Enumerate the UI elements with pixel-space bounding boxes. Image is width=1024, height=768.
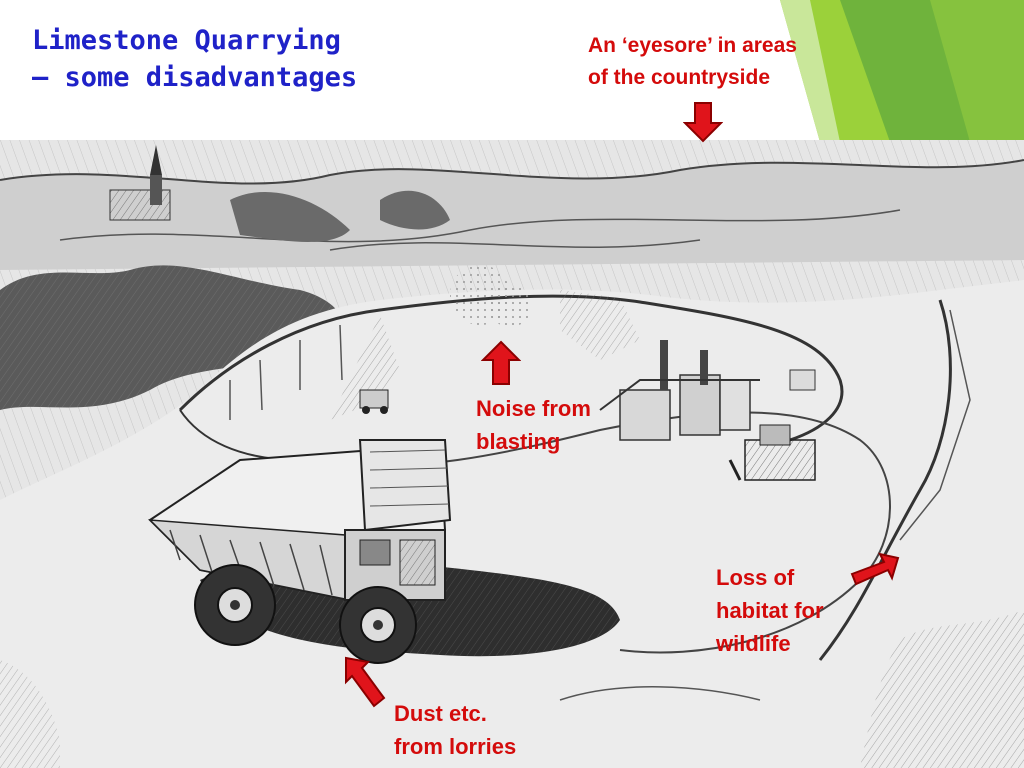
bulldozer xyxy=(728,424,816,481)
arrow-up-right-icon xyxy=(850,552,900,586)
callout-habitat-line-2: habitat for xyxy=(716,598,824,623)
processing-plant xyxy=(599,340,816,441)
slide-title: Limestone Quarrying – some disadvantages xyxy=(32,22,357,96)
callout-eyesore-line-2: of the countryside xyxy=(588,66,771,89)
callout-dust-line-2: from lorries xyxy=(394,734,517,759)
callout-dust: Dust etc. from lorries xyxy=(394,697,516,763)
callout-habitat-line-3: wildlife xyxy=(716,631,791,656)
callout-habitat-line-1: Loss of xyxy=(716,565,795,590)
dump-truck xyxy=(148,439,452,664)
village xyxy=(109,145,171,221)
title-line-2: – some disadvantages xyxy=(32,62,358,93)
arrow-up-left-icon xyxy=(345,656,386,708)
callout-eyesore: An ‘eyesore’ in areas of the countryside xyxy=(588,30,797,94)
arrow-down-icon xyxy=(683,102,723,143)
callout-noise-line-1: Noise from xyxy=(476,396,591,421)
corner-decoration xyxy=(780,0,1024,142)
callout-habitat: Loss of habitat for wildlife xyxy=(716,561,824,660)
title-line-1: Limestone Quarrying xyxy=(32,25,341,56)
callout-dust-line-1: Dust etc. xyxy=(394,701,487,726)
callout-noise-line-2: blasting xyxy=(476,429,561,454)
quarry-illustration xyxy=(0,140,1024,768)
callout-eyesore-line-1: An ‘eyesore’ in areas xyxy=(588,34,797,57)
callout-noise: Noise from blasting xyxy=(476,392,591,458)
arrow-up-icon xyxy=(481,340,521,385)
